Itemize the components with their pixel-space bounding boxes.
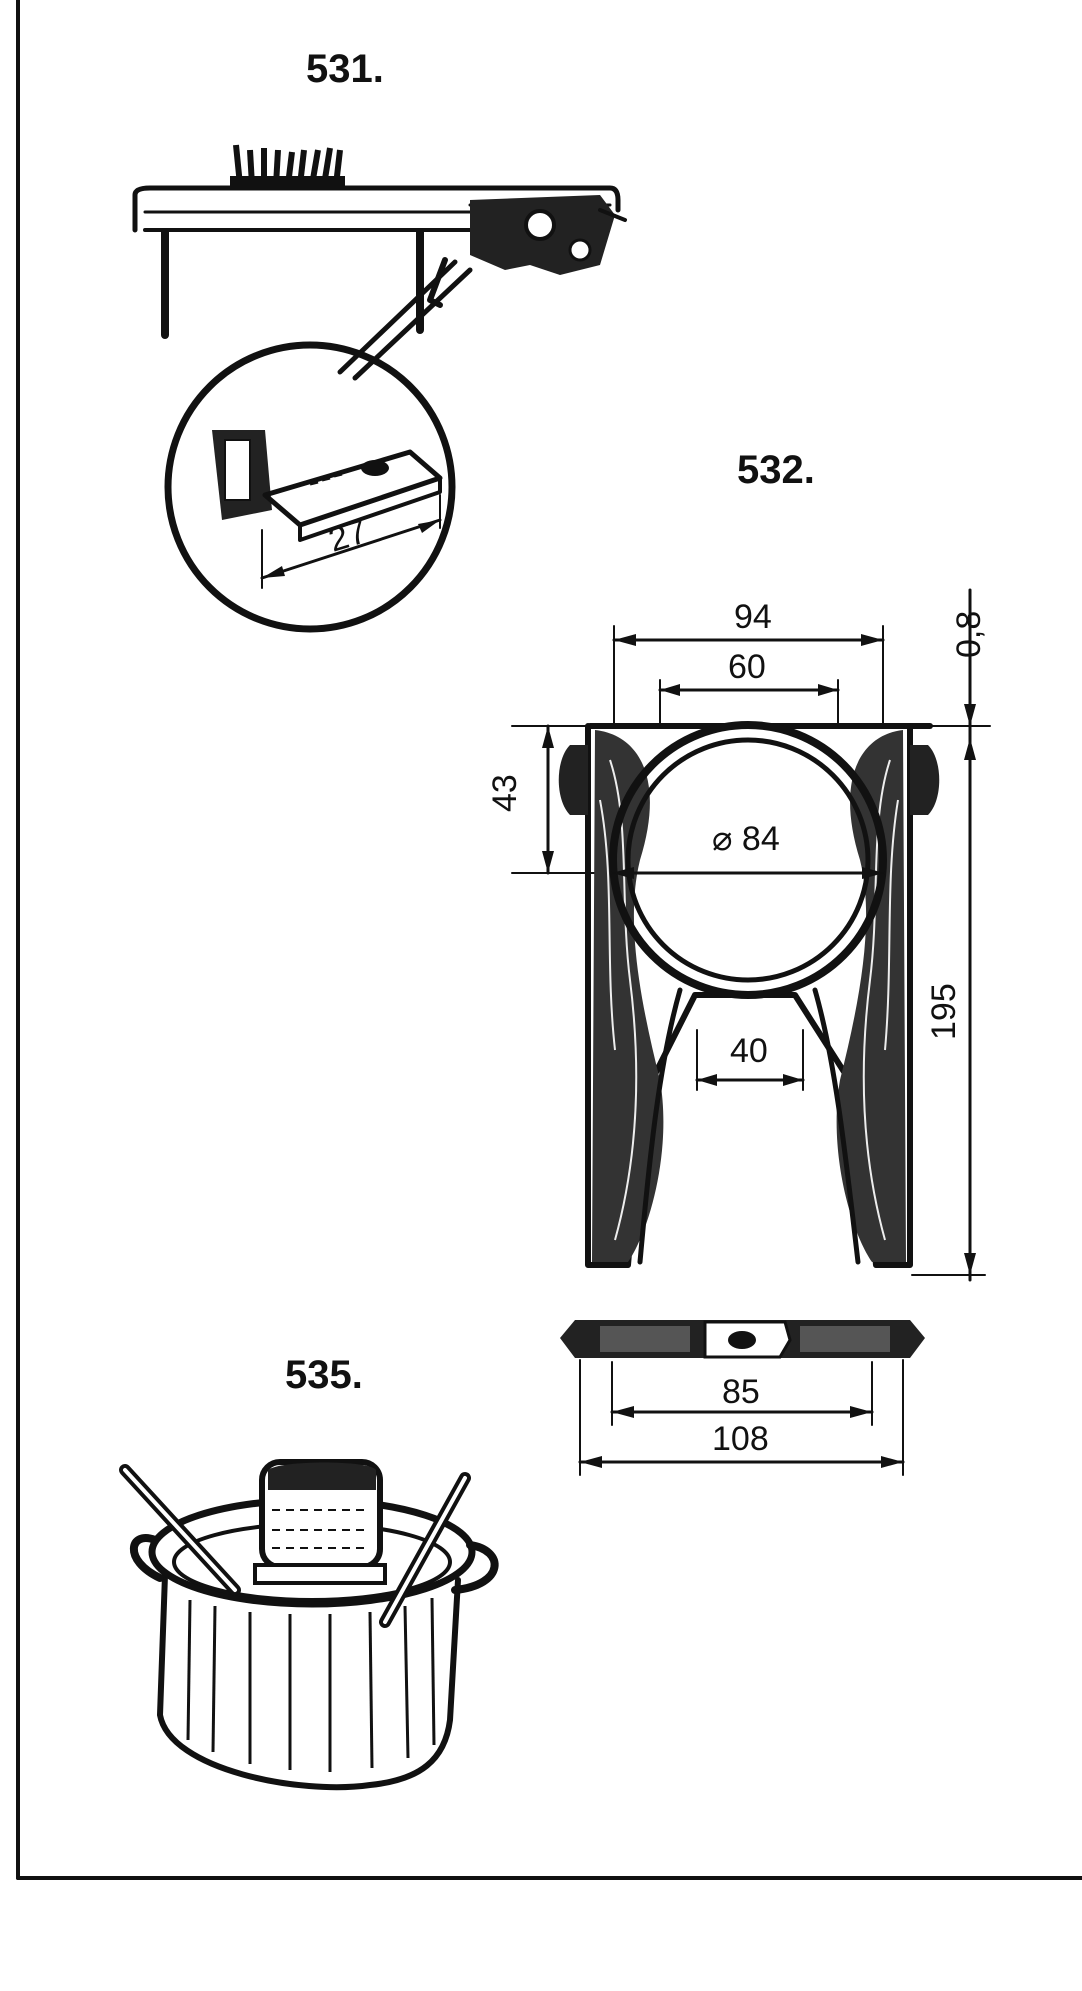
dimension-60: 60 — [728, 648, 766, 686]
dimension-94-line — [612, 625, 885, 727]
figure-535: 535. — [119, 1353, 499, 1791]
dimension-195: 195 — [925, 983, 963, 1040]
dimension-43: 43 — [486, 774, 524, 812]
dimension-diameter-84: ⌀ 84 — [712, 820, 780, 858]
dimension-195-line — [911, 1253, 986, 1276]
figure-535-pot-drawing — [119, 1459, 499, 1791]
dimension-43-line — [511, 724, 621, 875]
figure-532-label: 532. — [737, 448, 815, 492]
dimension-85-line — [610, 1361, 874, 1426]
figure-531-frame-drawing — [132, 144, 627, 381]
figure-535-label: 535. — [285, 1353, 363, 1397]
dimension-60-line — [658, 679, 840, 727]
figure-531: 531. — [132, 47, 627, 633]
dimension-94: 94 — [734, 598, 772, 636]
dimension-40: 40 — [730, 1032, 768, 1070]
dimension-0-8: 0,8 — [950, 611, 988, 658]
page-frame — [16, 0, 1082, 1880]
dimension-85: 85 — [722, 1373, 760, 1411]
figure-532-holder-drawing — [558, 721, 940, 1268]
figure-532-base-drawing — [560, 1320, 925, 1359]
figure-531-label: 531. — [306, 47, 384, 91]
dimension-40-line — [695, 1029, 805, 1091]
figure-532: 532. 94 60 0,8 — [486, 448, 991, 1476]
dimension-108: 108 — [712, 1420, 769, 1458]
dimension-108-line — [578, 1359, 905, 1476]
figure-531-detail-callout: 27 — [164, 341, 456, 633]
